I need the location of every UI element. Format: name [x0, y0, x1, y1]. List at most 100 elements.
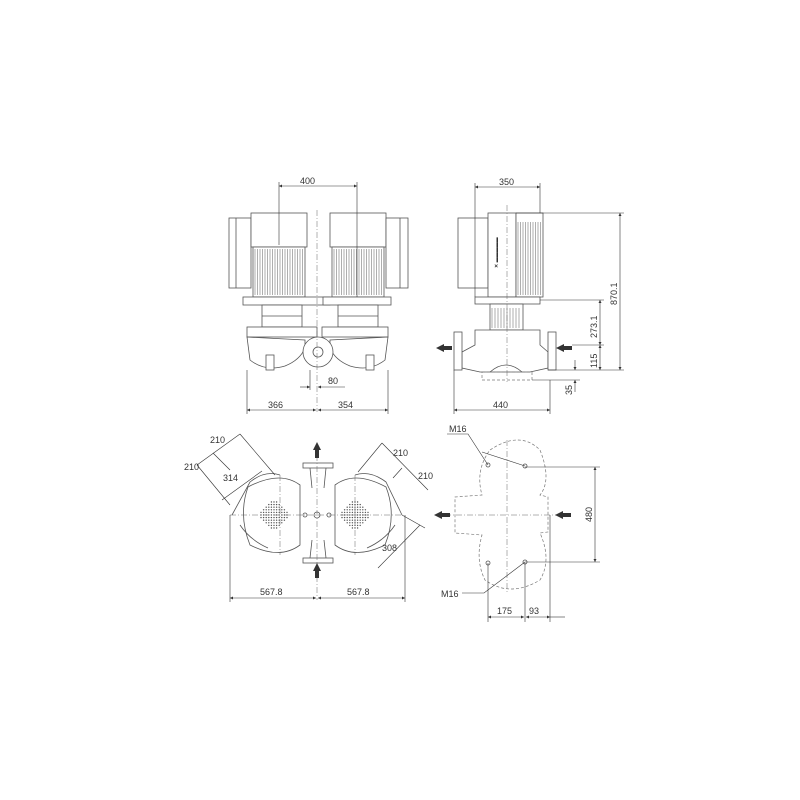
- impeller-dot: [262, 519, 265, 521]
- impeller-dot: [275, 519, 278, 521]
- inlet-arrow-icon-foundation: [555, 511, 571, 519]
- dim-offset-right: 93: [529, 606, 539, 616]
- impeller-dot: [273, 511, 275, 514]
- inlet-arrow-icon: [556, 344, 572, 352]
- impeller-dot: [343, 519, 346, 521]
- impeller-dot: [268, 519, 270, 521]
- brand-logo: ✕ ▬▬▬▬▬: [494, 237, 500, 268]
- impeller-dot: [359, 522, 361, 524]
- impeller-dot: [349, 511, 351, 514]
- impeller-dot: [343, 511, 346, 514]
- impeller-dot: [351, 516, 354, 519]
- pump-housing-front: [246, 210, 389, 412]
- impeller-dot: [270, 516, 273, 519]
- impeller-dot: [356, 503, 359, 506]
- impeller-dot: [343, 509, 346, 511]
- impeller-dot: [275, 506, 278, 508]
- impeller-dot: [359, 524, 361, 527]
- impeller-dot: [356, 524, 359, 527]
- impeller-dot: [356, 501, 359, 503]
- impeller-dot: [281, 519, 283, 521]
- impeller-dot: [268, 506, 270, 508]
- dim-half-width-right: 567.8: [347, 587, 370, 597]
- impeller-dot: [359, 514, 361, 516]
- impeller-dot: [270, 503, 273, 506]
- impeller-dot: [278, 511, 280, 514]
- impeller-dot: [346, 506, 348, 508]
- impeller-dot: [351, 524, 354, 527]
- impeller-dot: [354, 503, 356, 506]
- impeller-dot: [354, 506, 356, 508]
- bolt-label-top: M16: [449, 424, 467, 434]
- dim-diag-left-3: 314: [223, 473, 238, 483]
- impeller-dot: [270, 524, 273, 527]
- impeller-dot: [265, 522, 267, 524]
- dim-half-width-left: 567.8: [260, 587, 283, 597]
- impeller-dot: [275, 511, 278, 514]
- impeller-dot: [343, 516, 346, 519]
- impeller-dot: [270, 509, 273, 511]
- impeller-dot: [351, 501, 354, 503]
- impeller-dot: [275, 527, 278, 529]
- impeller-dot: [265, 506, 267, 508]
- impeller-dot: [268, 522, 270, 524]
- impeller-dot: [281, 511, 283, 514]
- impeller-dot: [359, 509, 361, 511]
- impeller-dot: [349, 519, 351, 521]
- impeller-dot: [354, 516, 356, 519]
- flow-up-arrow-icon-lower: [313, 563, 321, 578]
- impeller-dot: [356, 511, 359, 514]
- impeller-dot: [346, 514, 348, 516]
- left-motor: [228, 212, 331, 328]
- impeller-dot: [286, 516, 288, 519]
- impeller-dot: [273, 527, 275, 529]
- dim-bolt-spacing: 480: [584, 507, 594, 522]
- impeller-dot: [364, 509, 367, 511]
- impeller-dot: [268, 511, 270, 514]
- impeller-dot: [356, 516, 359, 519]
- impeller-dot: [268, 509, 270, 511]
- impeller-dot: [281, 516, 283, 519]
- impeller-dot: [359, 506, 361, 508]
- impeller-dot: [265, 516, 267, 519]
- impeller-dot: [356, 519, 359, 521]
- foundation-view: M16 M16 480 175 93: [434, 424, 600, 622]
- impeller-dot: [359, 503, 361, 506]
- impeller-dot: [351, 506, 354, 508]
- impeller-dot: [362, 506, 364, 508]
- impeller-dot: [281, 522, 283, 524]
- dim-diag-right-3: 308: [382, 543, 397, 553]
- dim-diag-right-1: 210: [393, 448, 408, 458]
- top-dimensions: 210 210 314 210 210 308 567.8 567.8: [184, 433, 433, 602]
- impeller-dot: [275, 522, 278, 524]
- dim-right-width: 354: [338, 400, 353, 410]
- impeller-dot: [268, 524, 270, 527]
- impeller-dot: [341, 516, 343, 519]
- impeller-dot: [364, 519, 367, 521]
- impeller-dot: [273, 509, 275, 511]
- impeller-dot: [283, 514, 286, 516]
- dim-shaft-height: 273.1: [589, 315, 599, 338]
- dim-flange-offset: 80: [328, 376, 338, 386]
- impeller-dot: [268, 516, 270, 519]
- impeller-dot: [281, 506, 283, 508]
- impeller-dot: [273, 506, 275, 508]
- dim-base-height: 35: [564, 385, 574, 395]
- impeller-dot: [362, 519, 364, 521]
- impeller-dot: [273, 519, 275, 521]
- impeller-dot: [349, 516, 351, 519]
- impeller-dot: [260, 511, 262, 514]
- dim-diag-left-1: 210: [210, 435, 225, 445]
- impeller-dot: [349, 524, 351, 527]
- outlet-arrow-icon: [436, 344, 452, 352]
- impeller-dot: [354, 524, 356, 527]
- impeller-dot: [265, 511, 267, 514]
- impeller-dot: [273, 503, 275, 506]
- impeller-dot: [364, 516, 367, 519]
- impeller-dot: [262, 511, 265, 514]
- outlet-arrow-icon-foundation: [434, 511, 450, 519]
- front-view: 400 366 354 80: [228, 176, 409, 414]
- dim-offset-left: 175: [497, 606, 512, 616]
- impeller-dot: [278, 506, 280, 508]
